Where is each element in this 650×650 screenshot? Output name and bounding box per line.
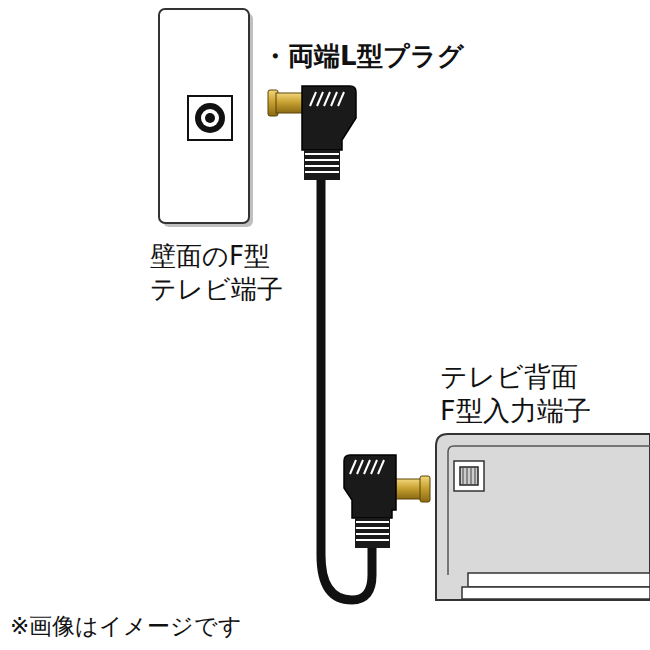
ridge-stroke bbox=[356, 527, 389, 529]
wall-jack-frame bbox=[188, 96, 232, 140]
strain-relief bbox=[355, 518, 390, 548]
part-label: テレビ背面 F型入力端子 bbox=[440, 360, 645, 428]
ridge-stroke bbox=[356, 521, 389, 523]
tv-stand-base bbox=[462, 587, 650, 599]
ridge-stroke bbox=[324, 92, 330, 106]
ridge-stroke bbox=[356, 539, 389, 541]
ridge-stroke bbox=[463, 468, 464, 484]
plate-face bbox=[159, 9, 249, 223]
bottom-l-plug bbox=[344, 455, 430, 548]
ridge-stroke bbox=[378, 460, 384, 474]
strain-ribs bbox=[305, 154, 339, 172]
tv-panel-edge bbox=[448, 446, 650, 575]
tv-jack-nut bbox=[460, 467, 478, 485]
ridge-stroke bbox=[305, 153, 339, 155]
ridge-stroke bbox=[371, 460, 377, 474]
ridge-stroke bbox=[305, 165, 339, 167]
ridge-stroke bbox=[338, 92, 344, 106]
tv-stand bbox=[468, 573, 650, 587]
part-label: ・両端L型プラグ bbox=[262, 40, 464, 73]
ridge-stroke bbox=[357, 460, 363, 474]
plug-body bbox=[344, 455, 396, 518]
ridge-stroke bbox=[305, 159, 339, 161]
wall-jack-hole bbox=[201, 109, 219, 127]
ridge-stroke bbox=[350, 460, 356, 474]
note-text: ※画像はイメージです bbox=[10, 612, 242, 641]
grip-ridges bbox=[350, 460, 384, 474]
ridge-stroke bbox=[467, 468, 468, 484]
ridge-stroke bbox=[356, 533, 389, 535]
tv-jack-thread bbox=[463, 468, 475, 484]
grip-ridges bbox=[310, 92, 344, 106]
part-label: 壁面のF型 テレビ端子 bbox=[150, 240, 300, 305]
ridge-stroke bbox=[475, 468, 476, 484]
wall-plate bbox=[159, 9, 253, 227]
ridge-stroke bbox=[310, 92, 316, 106]
top-l-plug bbox=[268, 86, 356, 180]
tv-back bbox=[436, 434, 650, 600]
ridge-stroke bbox=[471, 468, 472, 484]
ridge-stroke bbox=[364, 460, 370, 474]
strain-ribs bbox=[356, 522, 389, 540]
wall-jack-pin bbox=[205, 113, 215, 123]
wall-jack-ring bbox=[195, 103, 225, 133]
tv-jack-plate bbox=[454, 461, 484, 491]
ridge-stroke bbox=[331, 92, 337, 106]
ridge-stroke bbox=[305, 171, 339, 173]
strain-relief bbox=[304, 150, 340, 180]
plug-nut bbox=[420, 476, 430, 502]
plug-body bbox=[302, 86, 356, 150]
tv-housing bbox=[436, 434, 650, 600]
ridge-stroke bbox=[317, 92, 323, 106]
